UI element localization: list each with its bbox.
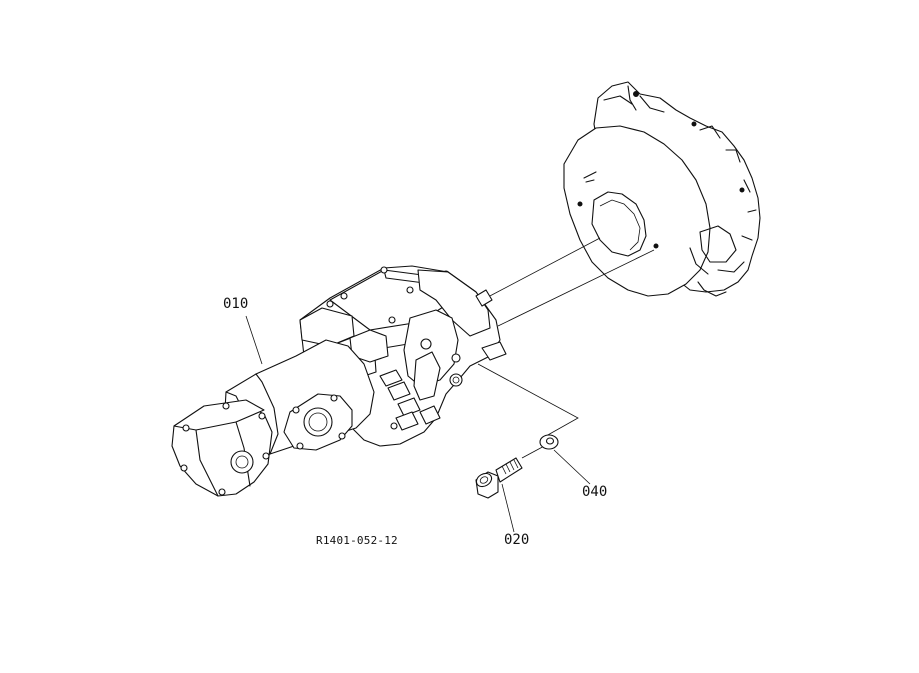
- flywheel-housing: [563, 81, 761, 297]
- leader-040: [553, 449, 591, 485]
- pump-assembly: [171, 265, 507, 497]
- leader-bracket: [477, 363, 579, 459]
- alignment-lines: [485, 237, 655, 327]
- callout-020: 020: [504, 532, 530, 548]
- leader-010: [245, 315, 263, 365]
- callout-010: 010: [223, 296, 249, 312]
- callout-040: 040: [582, 484, 608, 500]
- washer-040: [539, 434, 559, 450]
- bolt-020: [475, 457, 523, 499]
- leader-020: [501, 483, 515, 533]
- figure-reference: R1401-052-12: [316, 534, 398, 547]
